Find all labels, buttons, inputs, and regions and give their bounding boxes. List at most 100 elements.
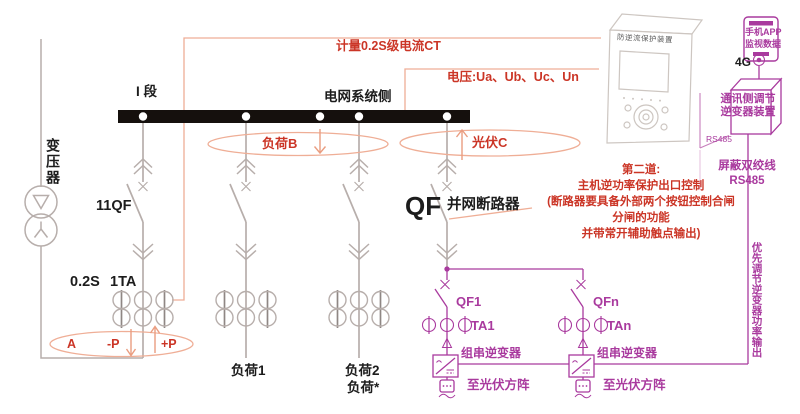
transformer-symbol	[24, 39, 143, 359]
comm-line-1: 通讯侧调节	[720, 93, 776, 105]
feeder-incomer-11qf	[126, 123, 154, 358]
load-b-label: 负荷B	[262, 136, 298, 151]
pv-branch-1	[421, 269, 473, 399]
busbar	[118, 110, 470, 123]
bus-tap-dot	[354, 112, 364, 121]
flow-up-arrow-icon	[577, 337, 589, 348]
breaker-x-icon	[440, 279, 450, 290]
inverter2-label: 组串逆变器	[597, 346, 658, 360]
note-line-4: 分闸的功能	[612, 212, 670, 224]
inverter-icon	[568, 354, 595, 378]
phone-icon	[743, 16, 779, 62]
pv-array2-label: 至光伏方阵	[603, 378, 666, 392]
anti-backflow-device	[606, 13, 704, 144]
breaker-x-icon	[576, 279, 586, 290]
incomer-breaker-label: 11QF	[96, 198, 132, 214]
note-line-5: 并带常开辅助触点输出)	[581, 228, 701, 240]
drawout-chevron-up-icon	[236, 157, 256, 175]
inverter1-label: 组串逆变器	[461, 346, 522, 360]
load2-alt-label: 负荷*	[347, 380, 380, 395]
metering-return-line	[40, 246, 143, 359]
breaker-blade	[570, 288, 584, 308]
qf-label: QF	[405, 191, 442, 221]
drawout-chevron-down-icon	[348, 243, 370, 261]
ta1-label: TA1	[471, 318, 495, 333]
protection-note: 第二道: 主机逆功率保护出口控制 (断路器要具备外部两个按钮控制合闸 分闸的功能…	[518, 162, 764, 242]
comm-device-box	[729, 54, 783, 136]
load1-label: 负荷1	[231, 363, 266, 378]
ct-group-ta1	[421, 317, 473, 333]
feeder-load2	[328, 123, 390, 358]
bus-section-label: I 段	[136, 84, 158, 99]
pv-connector-icon	[438, 379, 456, 399]
breaker-x-icon	[354, 181, 364, 192]
priority-note-label: 优先调节逆变器功率输出	[750, 242, 763, 358]
drawout-chevron-down-icon	[235, 243, 257, 261]
ct-group-load2	[328, 290, 390, 327]
ct-group-tan	[557, 317, 609, 333]
breaker-x-icon	[138, 181, 148, 192]
metering-ct-label: 计量0.2S级电流CT	[336, 39, 441, 53]
breaker-x-icon	[442, 181, 452, 192]
breaker-x-icon	[241, 181, 251, 192]
pv-branch-2	[557, 269, 609, 399]
bus-tap-dot	[315, 112, 325, 121]
pv-control-section	[421, 16, 783, 399]
breaker-blade	[126, 183, 144, 223]
incomer-ct-label: 1TA	[110, 274, 137, 290]
feeder-load1	[215, 123, 277, 358]
load2-label: 负荷2	[345, 363, 380, 378]
cable-line-2: RS485	[729, 175, 765, 187]
pv-connector-icon	[574, 379, 592, 399]
qfn-label: QFn	[593, 294, 619, 309]
4g-label: 4G	[735, 55, 752, 69]
load-b-ellipse	[207, 131, 389, 157]
breaker-blade	[342, 183, 360, 223]
voltage-sense-line	[404, 68, 599, 110]
transformer-label: 变压器	[45, 138, 61, 186]
ct-class-label: 0.2S	[70, 274, 100, 290]
rs485-port-label: RS485	[706, 134, 732, 144]
rs485-cable-label: 屏蔽双绞线 RS485	[710, 159, 784, 189]
voltage-label: 电压:Ua、Ub、Uc、Un	[447, 70, 579, 84]
cable-line-1: 屏蔽双绞线	[718, 160, 776, 172]
phone-line-2: 监视数据	[745, 38, 782, 49]
grid-breaker-label: 并网断路器	[447, 197, 520, 213]
breaker-note-callout-line	[448, 207, 533, 220]
meter-a-label: A	[67, 337, 77, 351]
ct-metering-line	[172, 37, 601, 301]
note-line-3: (断路器要具备外部两个按钮控制合闸	[547, 196, 735, 208]
drawout-chevron-up-icon	[437, 157, 457, 175]
bus-tap-dot	[241, 112, 251, 121]
device-led-dots	[623, 97, 661, 102]
inverter-icon	[432, 354, 459, 378]
breaker-blade	[229, 183, 247, 223]
wye-winding-icon	[33, 221, 49, 238]
drawout-chevron-up-icon	[133, 157, 153, 175]
metering-lines	[172, 37, 601, 301]
pv-array1-label: 至光伏方阵	[467, 378, 530, 392]
flow-up-arrow-icon	[441, 337, 453, 348]
ct-group-incomer	[112, 290, 174, 328]
note-line-2: 主机逆功率保护出口控制	[577, 180, 705, 192]
device-keypad	[623, 104, 669, 131]
delta-winding-icon	[32, 194, 50, 211]
qf1-label: QF1	[456, 294, 482, 309]
meter-posp-label: +P	[161, 337, 177, 351]
phone-app-label: 手机APP 监视数据	[745, 27, 782, 50]
ct-group-load1	[215, 290, 277, 327]
grid-side-label: 电网系统侧	[324, 89, 392, 104]
flow-annotations	[49, 128, 581, 358]
note-line-1: 第二道:	[621, 164, 661, 176]
pv-c-ellipse	[399, 129, 581, 157]
meter-negp-label: -P	[107, 337, 120, 351]
feeder-pv-qf	[430, 123, 458, 268]
device-screen	[618, 50, 670, 93]
tan-label: TAn	[607, 318, 632, 333]
drawout-chevron-up-icon	[349, 157, 369, 175]
breaker-blade	[430, 183, 448, 223]
bus-tap-dot	[442, 112, 452, 121]
bus-tap-dot	[138, 112, 148, 121]
